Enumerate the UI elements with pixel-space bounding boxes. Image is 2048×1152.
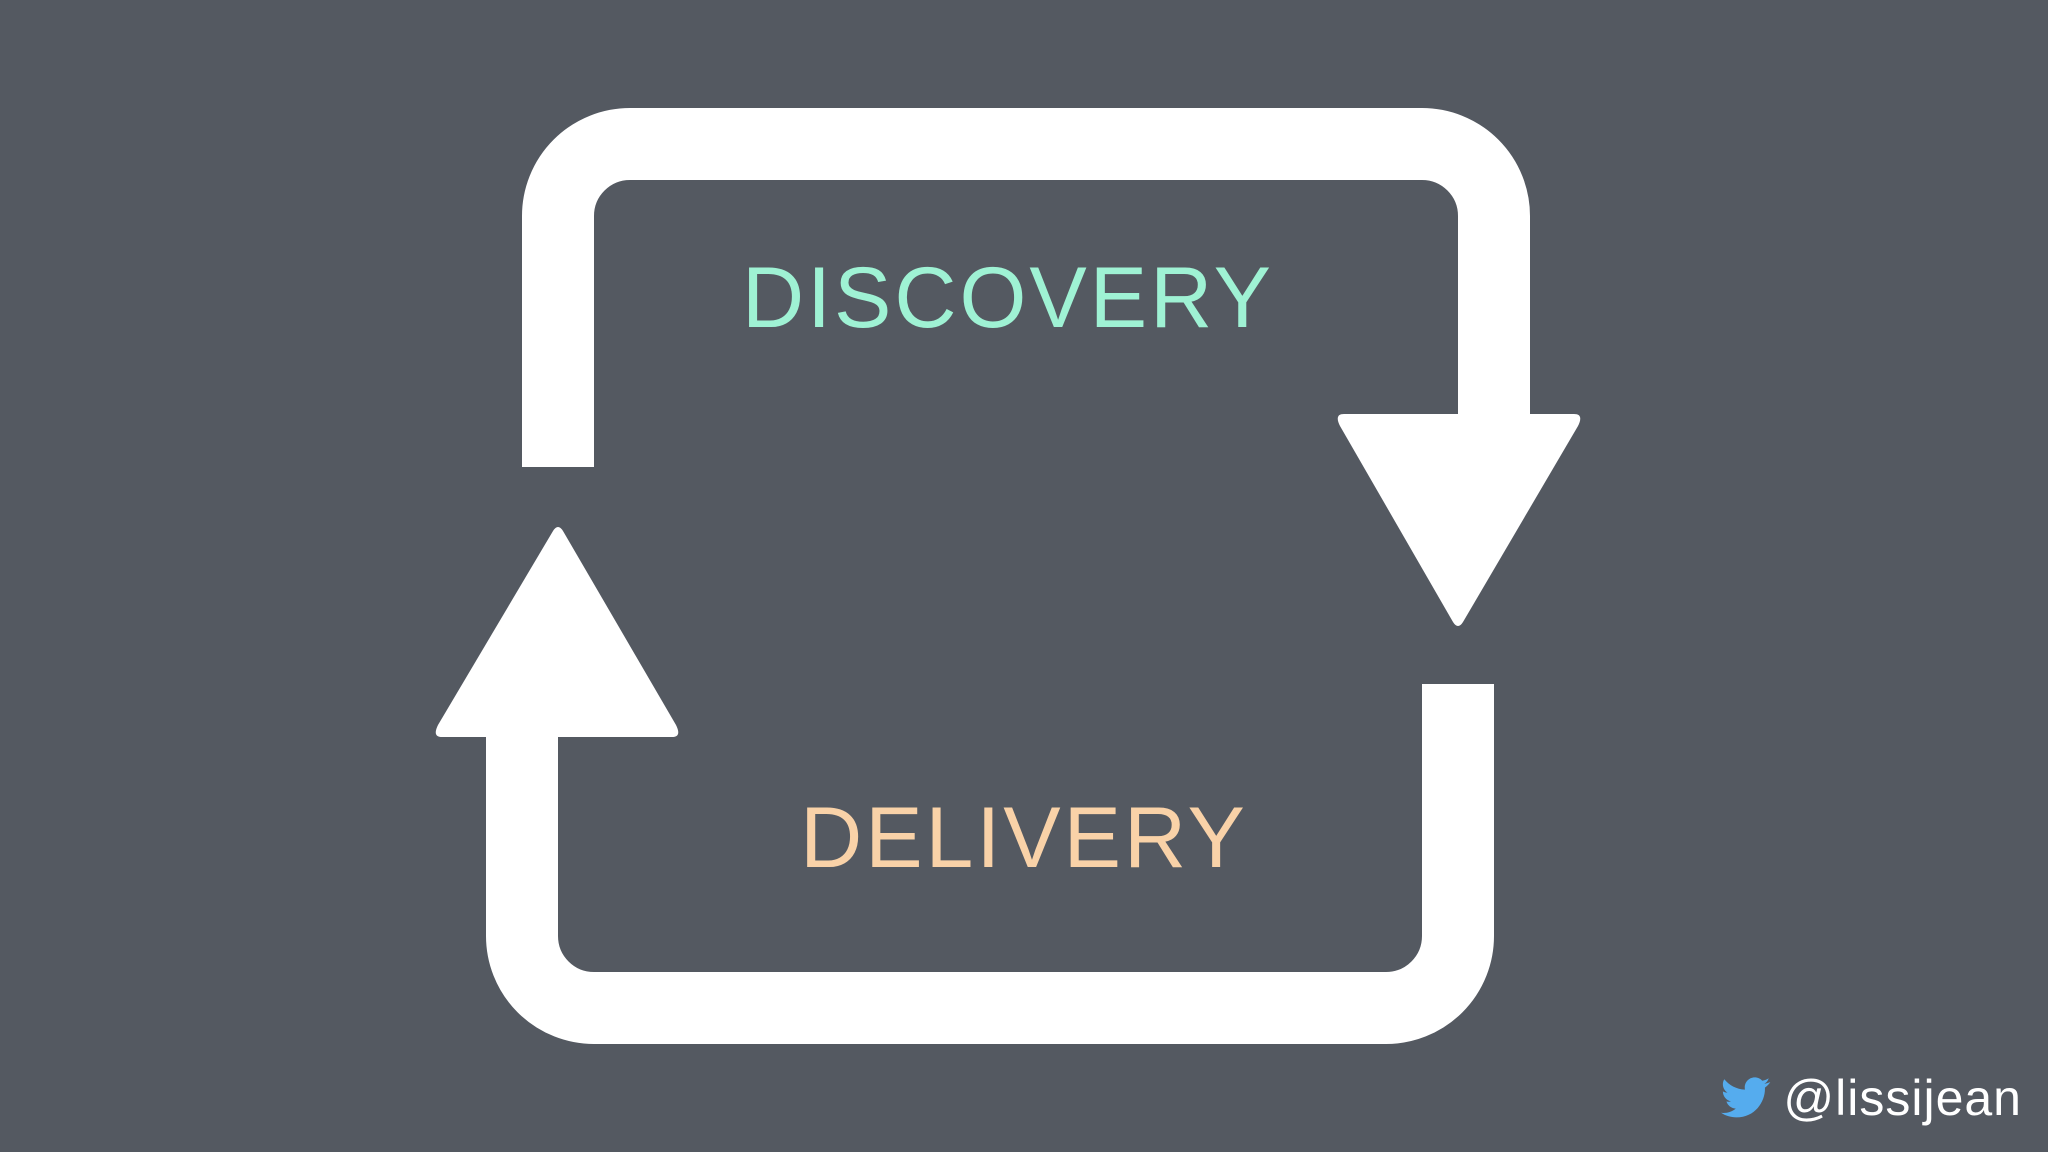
bottom-loop-path xyxy=(486,684,1494,1044)
up-arrow-icon xyxy=(435,527,679,737)
delivery-label: DELIVERY xyxy=(800,790,1248,886)
twitter-handle-text: @lissijean xyxy=(1783,1070,2022,1126)
down-arrow-icon xyxy=(1337,414,1581,626)
top-loop-path xyxy=(522,108,1530,467)
discovery-label: DISCOVERY xyxy=(742,250,1274,346)
twitter-handle: @lissijean xyxy=(1721,1068,2022,1128)
twitter-bird-icon xyxy=(1721,1077,1771,1118)
